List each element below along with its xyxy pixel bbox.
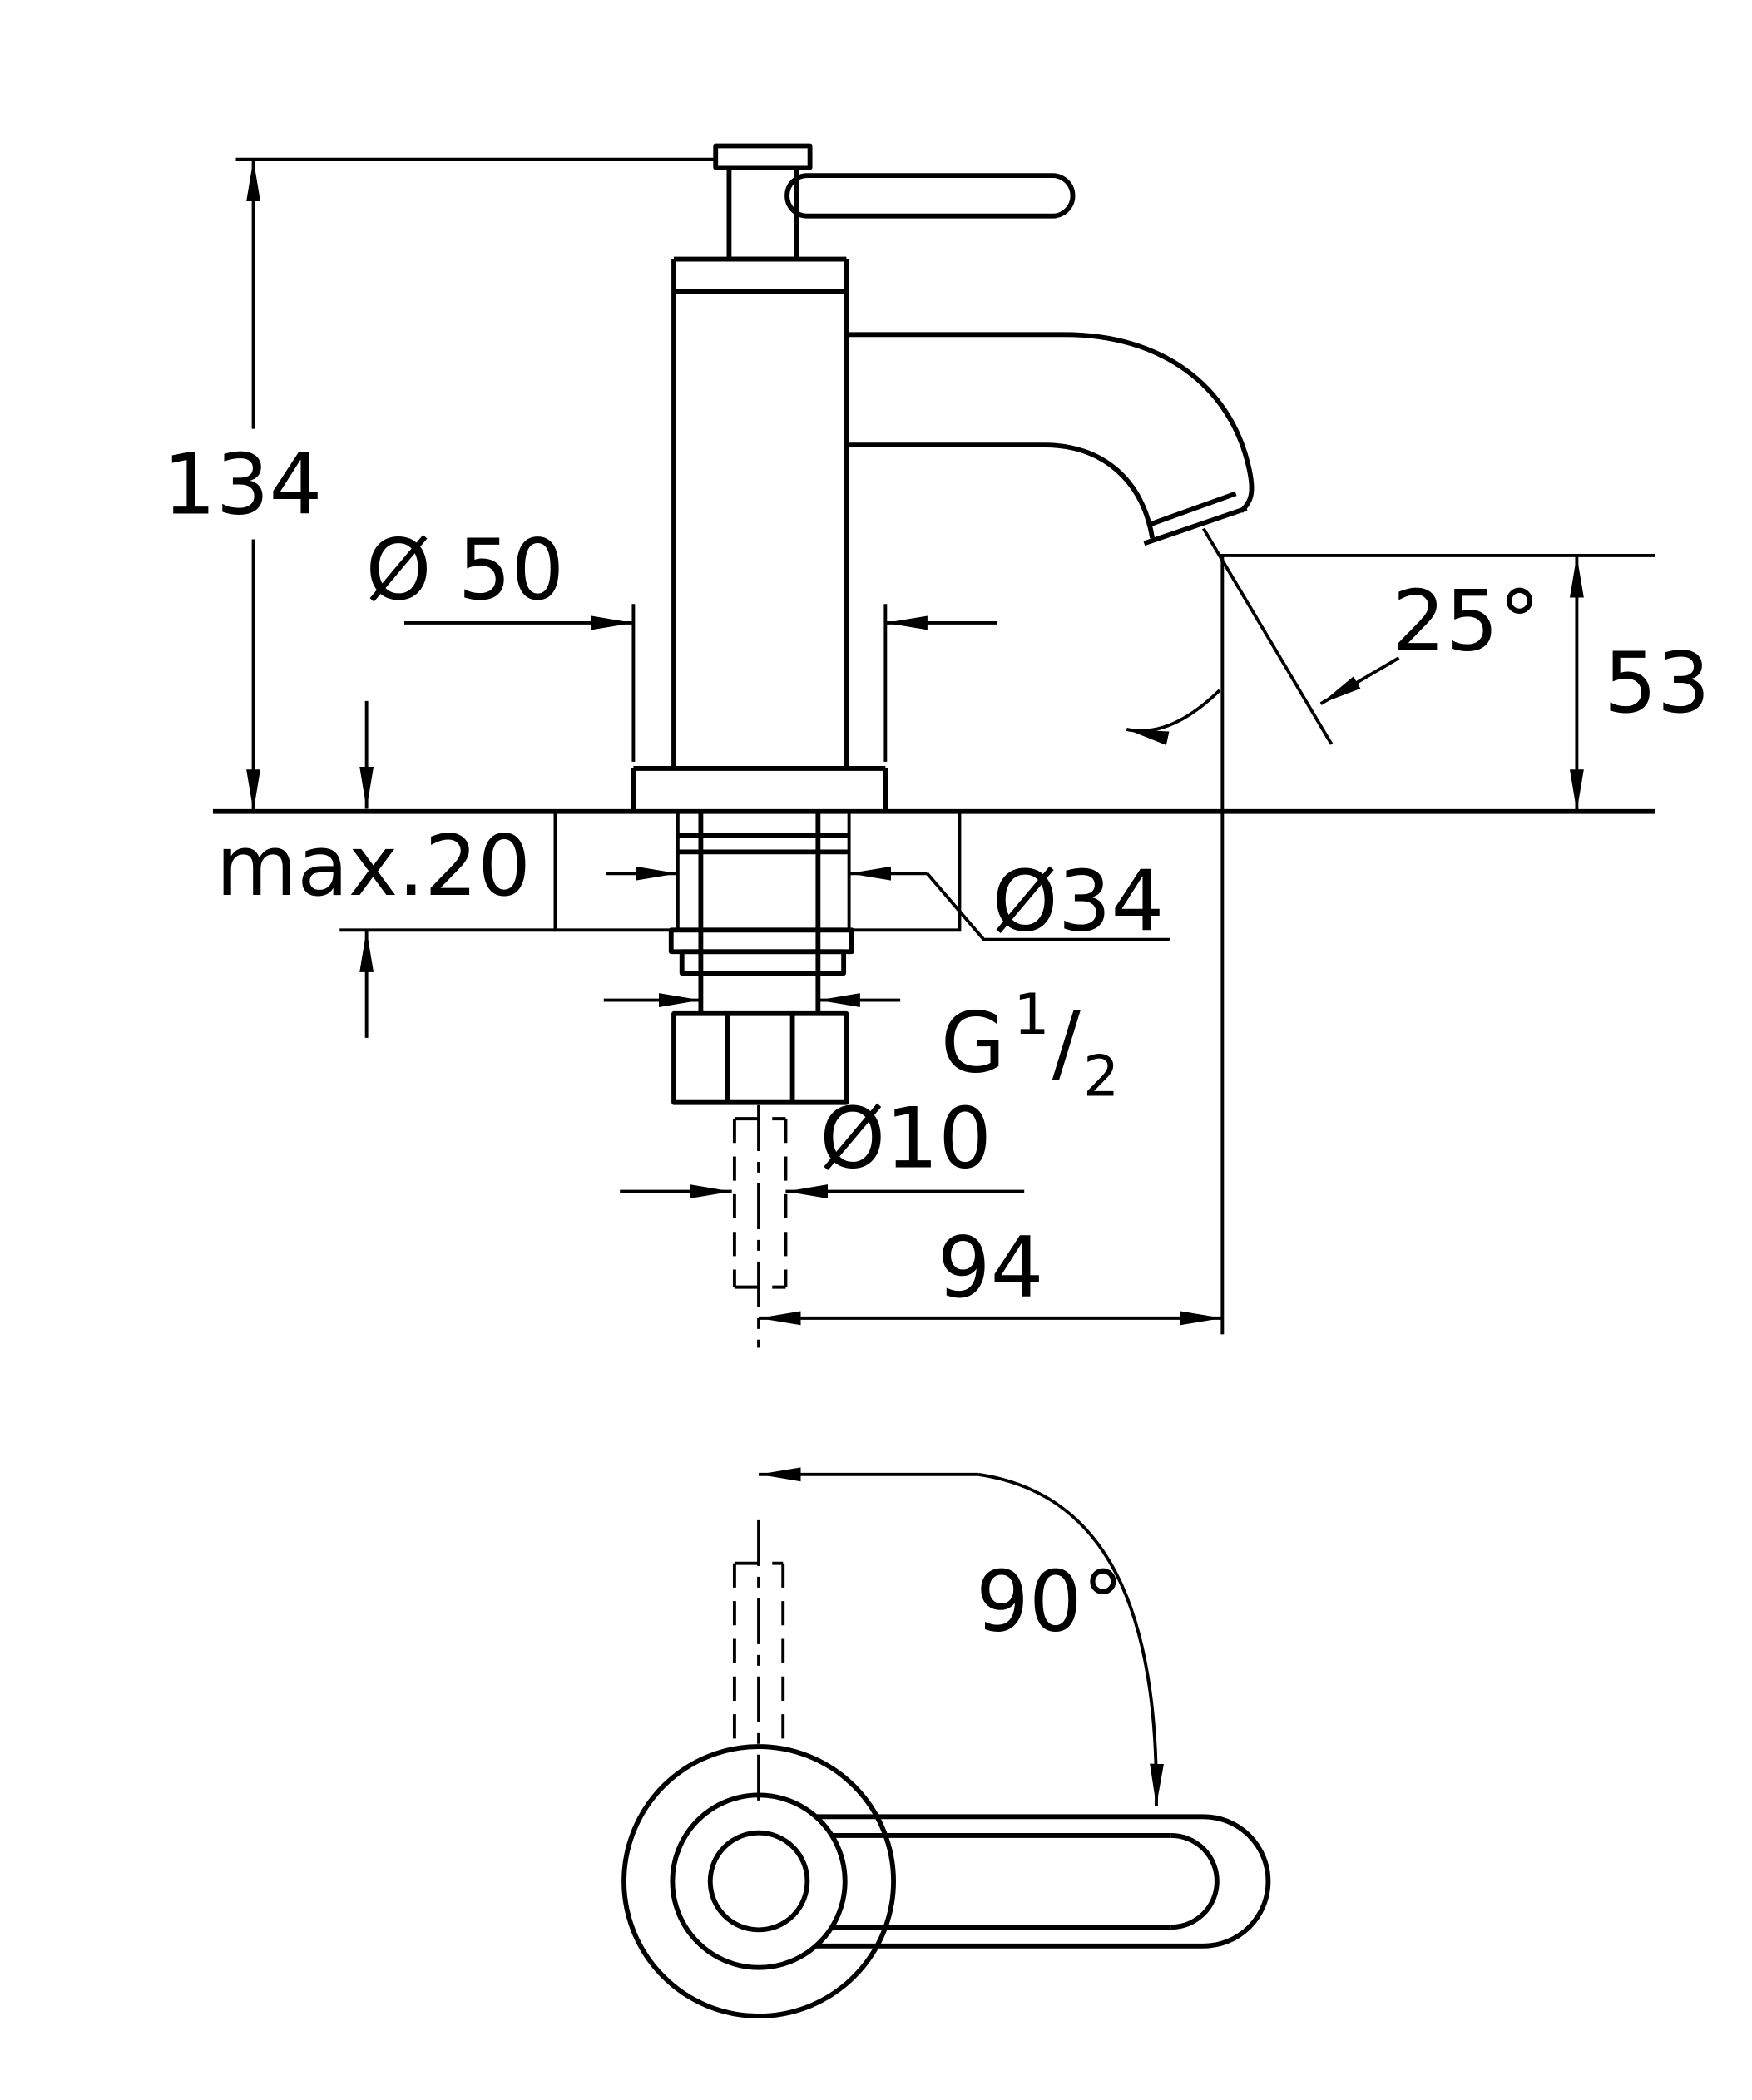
dimension-spout-height: 53 bbox=[1220, 554, 1710, 812]
faucet-body bbox=[631, 256, 888, 812]
spout-inner-curve bbox=[846, 442, 1155, 539]
handle-cap bbox=[713, 143, 813, 170]
dim-base-diameter-label: Ø 50 bbox=[366, 521, 565, 619]
dim-supply-diameter-label: Ø10 bbox=[819, 1090, 992, 1187]
dim-arc-90 bbox=[977, 1472, 1164, 1806]
mounting-assembly bbox=[553, 809, 962, 1348]
leader-line-d34 bbox=[926, 872, 1170, 941]
handle-stem bbox=[726, 165, 799, 262]
mounting-nut bbox=[671, 1010, 849, 1105]
spout-angle-arc-arrow bbox=[1126, 689, 1221, 745]
counter-hatch-left bbox=[553, 809, 680, 932]
handle-center-circle bbox=[707, 1830, 810, 1933]
spout bbox=[846, 332, 1255, 546]
lever-inner-lines bbox=[831, 1833, 1171, 1930]
dim-spout-reach-label: 94 bbox=[938, 1219, 1044, 1317]
spout-angle-reference-line bbox=[1201, 527, 1334, 745]
ext-lines-base bbox=[631, 604, 888, 762]
top-view-hidden-stem bbox=[732, 1561, 785, 1747]
dim-hole-diameter-label: Ø34 bbox=[992, 852, 1165, 950]
spout-outer-curve bbox=[846, 332, 1255, 513]
escutcheon-outer-circle bbox=[621, 1744, 896, 2018]
dimension-total-height: 134 bbox=[163, 157, 716, 812]
nut-facet-lines bbox=[725, 1013, 795, 1103]
hole-washer-lines bbox=[677, 833, 849, 855]
dim-total-height-label: 134 bbox=[163, 437, 323, 534]
dimension-base-diameter: Ø 50 bbox=[366, 521, 997, 762]
dimension-spout-angle: 25° bbox=[1126, 527, 1541, 745]
base-flange bbox=[631, 766, 888, 812]
dimension-handle-swivel: 90° bbox=[759, 1467, 1164, 1806]
dimension-spout-reach: 94 bbox=[759, 555, 1225, 1335]
lever-outline bbox=[815, 1814, 1271, 1949]
dimension-hole-diameter: Ø34 bbox=[606, 852, 1170, 950]
dim-max-thickness-label: max.20 bbox=[215, 818, 531, 915]
spout-angle-leader-arrow bbox=[1319, 656, 1400, 705]
spout-outlet-face bbox=[1143, 506, 1248, 546]
spout-aerator-line bbox=[1148, 491, 1237, 527]
handle-lever bbox=[713, 143, 1076, 262]
supply-pipe-hidden bbox=[732, 1117, 788, 1289]
dim-spout-height-label: 53 bbox=[1604, 635, 1710, 732]
lever-inner-tip-arc bbox=[1170, 1833, 1220, 1930]
side-view: 134 Ø 50 25° 53 max.20 bbox=[163, 143, 1710, 1348]
lever-arm bbox=[784, 173, 1076, 219]
washer-upper bbox=[668, 927, 854, 955]
dim-spout-angle-label: 25° bbox=[1393, 572, 1541, 670]
dimension-mounting-thickness: max.20 bbox=[215, 700, 556, 1038]
counter-hatch-right bbox=[847, 809, 962, 932]
washer-lower bbox=[679, 949, 847, 976]
lever-top-view bbox=[815, 1814, 1271, 1949]
handle-hub-circle bbox=[670, 1792, 848, 1970]
dim-handle-angle-label: 90° bbox=[976, 1554, 1124, 1651]
threaded-shank bbox=[698, 811, 821, 1014]
dimension-supply-diameter: Ø10 bbox=[620, 1090, 1025, 1199]
top-view: 90° bbox=[621, 1467, 1271, 2018]
